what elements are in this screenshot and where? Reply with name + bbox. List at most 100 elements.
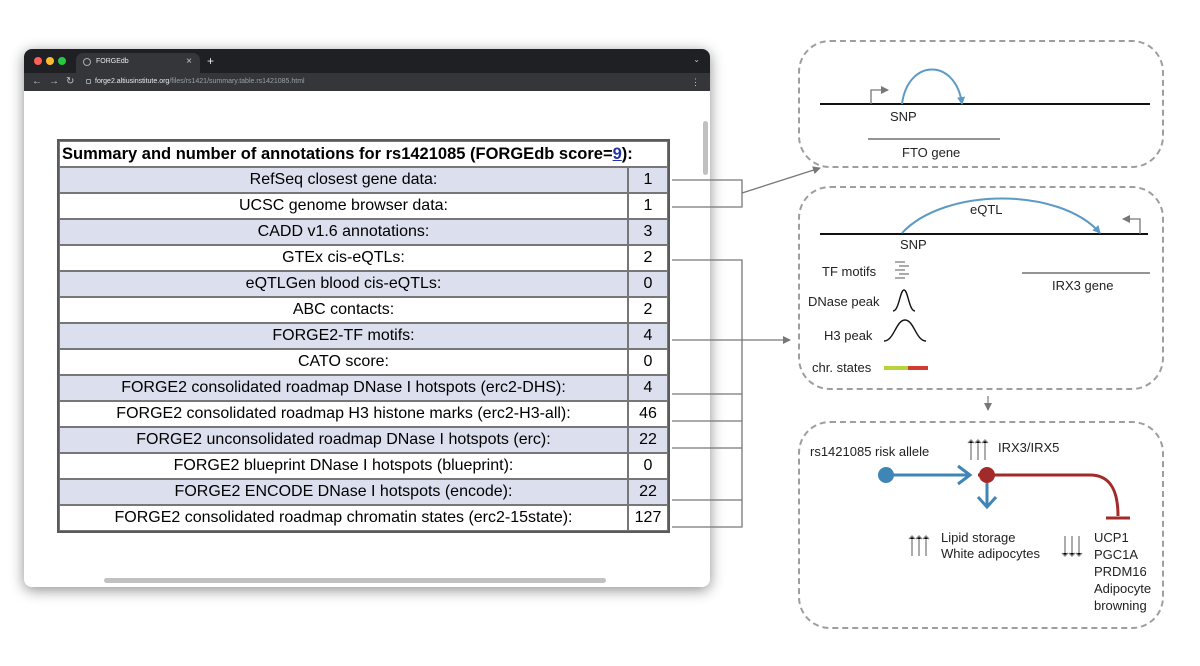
lipid-arrowhead	[976, 495, 998, 510]
annotation-count: 0	[628, 271, 668, 297]
eqtl-arc	[901, 197, 1101, 234]
annotation-count: 0	[628, 453, 668, 479]
panel2-snp-label: SNP	[900, 237, 927, 252]
zoom-window-icon[interactable]	[58, 57, 66, 65]
annotation-count: 4	[628, 323, 668, 349]
table-row: RefSeq closest gene data:1	[59, 167, 668, 193]
track-label-dnase-peak: DNase peak	[808, 294, 880, 309]
annotation-count: 1	[628, 167, 668, 193]
annotation-label: RefSeq closest gene data:	[59, 167, 628, 193]
lock-icon	[86, 78, 91, 84]
table-row: GTEx cis-eQTLs:2	[59, 245, 668, 271]
annotation-label: FORGE2 blueprint DNase I hotspots (bluep…	[59, 453, 628, 479]
table-row: FORGE2 blueprint DNase I hotspots (bluep…	[59, 453, 668, 479]
track-label-h3-peak: H3 peak	[824, 328, 873, 343]
bracket-refseq-ucsc	[672, 166, 821, 208]
url-path: /files/rs1421/summary.table.rs1421085.ht…	[169, 78, 305, 85]
irx3-irx5-label: IRX3/IRX5	[998, 440, 1060, 455]
h3-peak-glyph	[883, 319, 927, 342]
annotation-count: 22	[628, 479, 668, 505]
fto-gene-panel	[798, 40, 1164, 168]
tf-motif-glyph	[895, 261, 909, 279]
close-window-icon[interactable]	[34, 57, 42, 65]
back-arrow-icon[interactable]: ←	[32, 76, 42, 87]
vertical-scrollbar[interactable]	[703, 121, 708, 175]
panel1-genome-track	[820, 68, 1150, 140]
browning-label: browning	[1094, 598, 1147, 613]
table-title-suffix: ):	[621, 144, 633, 163]
table-row: CATO score:0	[59, 349, 668, 375]
eqtl-label: eQTL	[970, 202, 1003, 217]
tab-bar: FORGEdb × + ⌄	[24, 49, 710, 73]
table-row: eQTLGen blood cis-eQTLs:0	[59, 271, 668, 297]
minimize-window-icon[interactable]	[46, 57, 54, 65]
annotation-count: 2	[628, 297, 668, 323]
down-arrows-icon	[1061, 536, 1083, 557]
track-label-tf-motifs: TF motifs	[822, 264, 877, 279]
annotation-count: 22	[628, 427, 668, 453]
adipocyte-label: Adipocyte	[1094, 581, 1152, 596]
annotation-label: UCSC genome browser data:	[59, 193, 628, 219]
url-field[interactable]: forge2.altiusinstitute.org/files/rs1421/…	[86, 76, 686, 88]
mechanism-panel	[798, 421, 1164, 629]
annotation-count: 2	[628, 245, 668, 271]
activation-arrowhead	[957, 464, 973, 486]
table-row: UCSC genome browser data:1	[59, 193, 668, 219]
annotation-label: FORGE2 consolidated roadmap H3 histone m…	[59, 401, 628, 427]
tab-search-chevron-icon[interactable]: ⌄	[693, 55, 700, 64]
table-row: FORGE2 ENCODE DNase I hotspots (encode):…	[59, 479, 668, 505]
bracket-regulatory-annotations	[672, 259, 791, 528]
annotation-count: 0	[628, 349, 668, 375]
annotation-label: ABC contacts:	[59, 297, 628, 323]
tab-close-icon[interactable]: ×	[186, 56, 192, 67]
fto-gene-label: FTO gene	[902, 145, 961, 160]
table-row: FORGE2 unconsolidated roadmap DNase I ho…	[59, 427, 668, 453]
annotation-label: FORGE2 ENCODE DNase I hotspots (encode):	[59, 479, 628, 505]
annotation-count: 127	[628, 505, 668, 531]
forward-arrow-icon[interactable]: →	[49, 76, 59, 87]
annotation-count: 4	[628, 375, 668, 401]
annotation-label: FORGE2-TF motifs:	[59, 323, 628, 349]
horizontal-scrollbar[interactable]	[104, 578, 606, 583]
eqtl-panel	[798, 186, 1164, 390]
tss-arrow-icon	[870, 86, 889, 104]
annotation-label: GTEx cis-eQTLs:	[59, 245, 628, 271]
table-row: FORGE2 consolidated roadmap DNase I hots…	[59, 375, 668, 401]
lipid-storage-label: Lipid storage	[941, 530, 1016, 545]
table-row: FORGE2 consolidated roadmap chromatin st…	[59, 505, 668, 531]
annotation-count: 46	[628, 401, 668, 427]
annotation-label: FORGE2 unconsolidated roadmap DNase I ho…	[59, 427, 628, 453]
forgedb-score-link[interactable]: 9	[612, 144, 622, 163]
risk-allele-node	[878, 467, 894, 483]
table-title-prefix: Summary and number of annotations for rs…	[62, 144, 613, 163]
annotation-label: eQTLGen blood cis-eQTLs:	[59, 271, 628, 297]
down-gene-pgc1a: PGC1A	[1094, 547, 1139, 562]
browser-window: FORGEdb × + ⌄ ← → ↻ forge2.altiusinstitu…	[24, 49, 710, 587]
fto-loop-arc	[901, 68, 966, 105]
irx-node	[979, 467, 995, 483]
annotation-count: 3	[628, 219, 668, 245]
down-gene-ucp1: UCP1	[1094, 530, 1129, 545]
table-row: FORGE2 consolidated roadmap H3 histone m…	[59, 401, 668, 427]
up-arrows-lipid-icon	[908, 535, 930, 556]
table-row: FORGE2-TF motifs:4	[59, 323, 668, 349]
reload-icon[interactable]: ↻	[66, 76, 75, 87]
summary-table: Summary and number of annotations for rs…	[57, 139, 670, 533]
track-label-chr-states: chr. states	[812, 360, 872, 375]
dnase-peak-glyph	[892, 289, 916, 312]
table-title: Summary and number of annotations for rs…	[59, 141, 668, 167]
irx3-gene-label: IRX3 gene	[1052, 278, 1114, 293]
panel1-snp-label: SNP	[890, 109, 917, 124]
browser-tab[interactable]: FORGEdb ×	[76, 53, 200, 73]
tab-favicon-icon	[83, 58, 91, 66]
annotation-label: CADD v1.6 annotations:	[59, 219, 628, 245]
page-content: Summary and number of annotations for rs…	[24, 91, 710, 587]
url-host: forge2.altiusinstitute.org	[95, 78, 170, 85]
up-arrows-icon	[967, 439, 989, 460]
new-tab-button[interactable]: +	[207, 54, 215, 68]
menu-icon[interactable]: ⋮	[691, 77, 700, 87]
annotation-label: FORGE2 consolidated roadmap DNase I hots…	[59, 375, 628, 401]
panel2-genome-track	[820, 197, 1150, 370]
panel3-pathway	[878, 439, 1130, 557]
